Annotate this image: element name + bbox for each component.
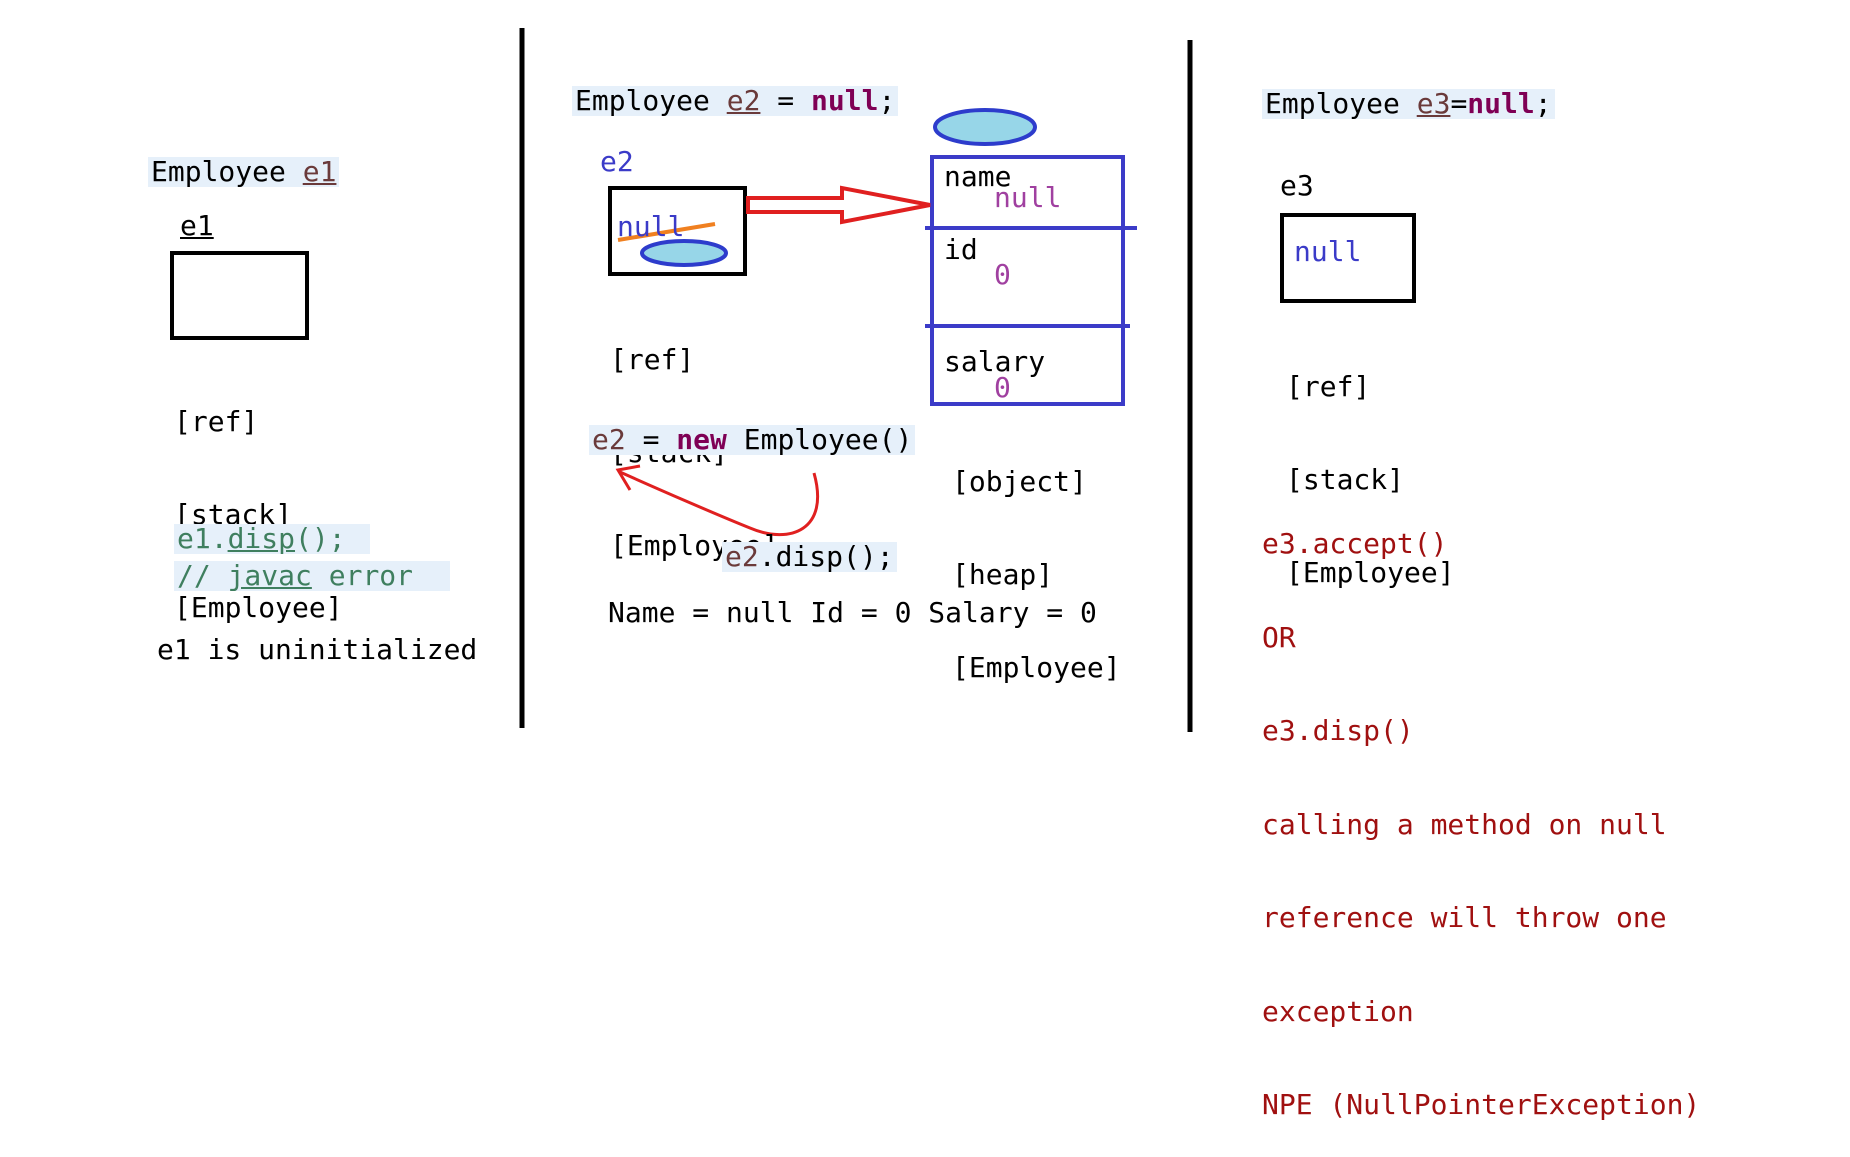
e2-declaration-null: null: [811, 84, 879, 117]
e1-note: e1 is uninitialized: [157, 633, 478, 666]
e1-call-suffix: ();: [295, 522, 346, 555]
e3-note-exception: exception: [1262, 994, 1414, 1028]
e1-declaration-var: e1: [302, 155, 337, 188]
e2-assign-ctor: Employee(): [726, 423, 913, 456]
e3-note-calling: calling a method on null: [1262, 807, 1667, 841]
e2-call-line: e2.disp();: [722, 542, 897, 572]
e3-note-reference: reference will throw one: [1262, 901, 1667, 934]
object-meta-object: [object]: [952, 465, 1087, 498]
e2-declaration-semi: ;: [878, 84, 896, 117]
field-salary-value: 0: [994, 371, 1011, 404]
e2-assign-new: new: [676, 423, 727, 456]
call-curve-arrowhead: [615, 464, 641, 491]
e3-note-accept: e3.accept(): [1262, 527, 1448, 560]
null-strike-line: [617, 222, 716, 242]
e1-call-method: disp: [227, 522, 296, 555]
comment-suffix: error: [311, 559, 414, 592]
e1-meta-stack: [stack]: [174, 498, 293, 531]
employee-object-box: [930, 155, 1125, 406]
e3-meta-type: [Employee]: [1286, 556, 1455, 589]
e1-call-line: e1.disp();: [174, 524, 370, 554]
e2-call-var: e2: [725, 540, 759, 573]
e1-reference-box: [170, 251, 309, 340]
e1-declaration: Employee e1: [148, 155, 340, 188]
reference-arrow: [746, 185, 931, 225]
field-id-value: 0: [994, 258, 1011, 291]
e2-assignment: e2 = new Employee(): [589, 423, 916, 456]
e3-declaration-semi: ;: [1534, 87, 1552, 120]
e3-box-value: null: [1294, 235, 1362, 268]
object-meta-type: [Employee]: [952, 651, 1121, 684]
field-name-value: null: [994, 181, 1062, 214]
field-salary-label: salary: [944, 345, 1046, 378]
field-id-label: id: [944, 233, 978, 266]
e2-meta-ref: [ref]: [610, 343, 695, 376]
e3-reference-box: null: [1280, 213, 1416, 303]
comment-word: javac: [227, 559, 312, 592]
diagram-overlay: [170, 28, 1193, 732]
object-address-ellipse: [933, 108, 1037, 146]
e3-note-or: OR: [1262, 620, 1296, 654]
e3-box-label: e3: [1280, 169, 1314, 202]
e3-meta-ref: [ref]: [1286, 370, 1371, 403]
e3-meta-stack: [stack]: [1286, 463, 1405, 496]
e1-meta-type: [Employee]: [174, 591, 343, 624]
e3-declaration-eq: =: [1450, 87, 1468, 120]
e2-assign-var: e2: [592, 423, 626, 456]
object-meta-heap: [heap]: [952, 558, 1054, 591]
e2-output: Name = null Id = 0 Salary = 0: [608, 596, 1097, 629]
comment-prefix: //: [177, 559, 228, 592]
e2-declaration-var: e2: [726, 84, 761, 117]
e1-box-meta: [ref] [stack] [Employee]: [174, 352, 343, 659]
e3-declaration-var: e3: [1416, 87, 1451, 120]
e3-declaration: Employee e3=null;: [1262, 89, 1555, 119]
e2-box-value: null: [617, 210, 685, 243]
field-name-label: name: [944, 160, 1012, 193]
e3-declaration-type: Employee: [1265, 87, 1417, 120]
call-curve-arrow: [619, 470, 820, 537]
e3-declaration-null: null: [1467, 87, 1535, 120]
e2-declaration-type: Employee: [575, 84, 727, 117]
e3-box-meta: [ref] [stack] [Employee]: [1286, 317, 1455, 624]
e1-comment-line: // javac error: [174, 561, 450, 591]
e2-declaration: Employee e2 = null;: [572, 84, 899, 117]
e3-note-npe: NPE (NullPointerException): [1262, 1088, 1701, 1121]
e2-assign-eq: =: [625, 423, 677, 456]
e2-address-ellipse: [640, 239, 728, 267]
e3-note-disp: e3.disp(): [1262, 714, 1414, 747]
object-meta: [object] [heap] [Employee]: [952, 412, 1121, 719]
e2-reference-box: [608, 186, 747, 276]
e1-meta-ref: [ref]: [174, 405, 259, 438]
e2-box-label: e2: [600, 145, 634, 178]
e3-notes: e3.accept() OR e3.disp() calling a metho…: [1262, 474, 1700, 1157]
e1-box-label: e1: [180, 209, 214, 242]
e1-call-var: e1: [177, 522, 211, 555]
e2-declaration-eq: =: [760, 84, 812, 117]
e1-declaration-type: Employee: [151, 155, 286, 188]
e2-call-rest: .disp();: [758, 540, 894, 573]
